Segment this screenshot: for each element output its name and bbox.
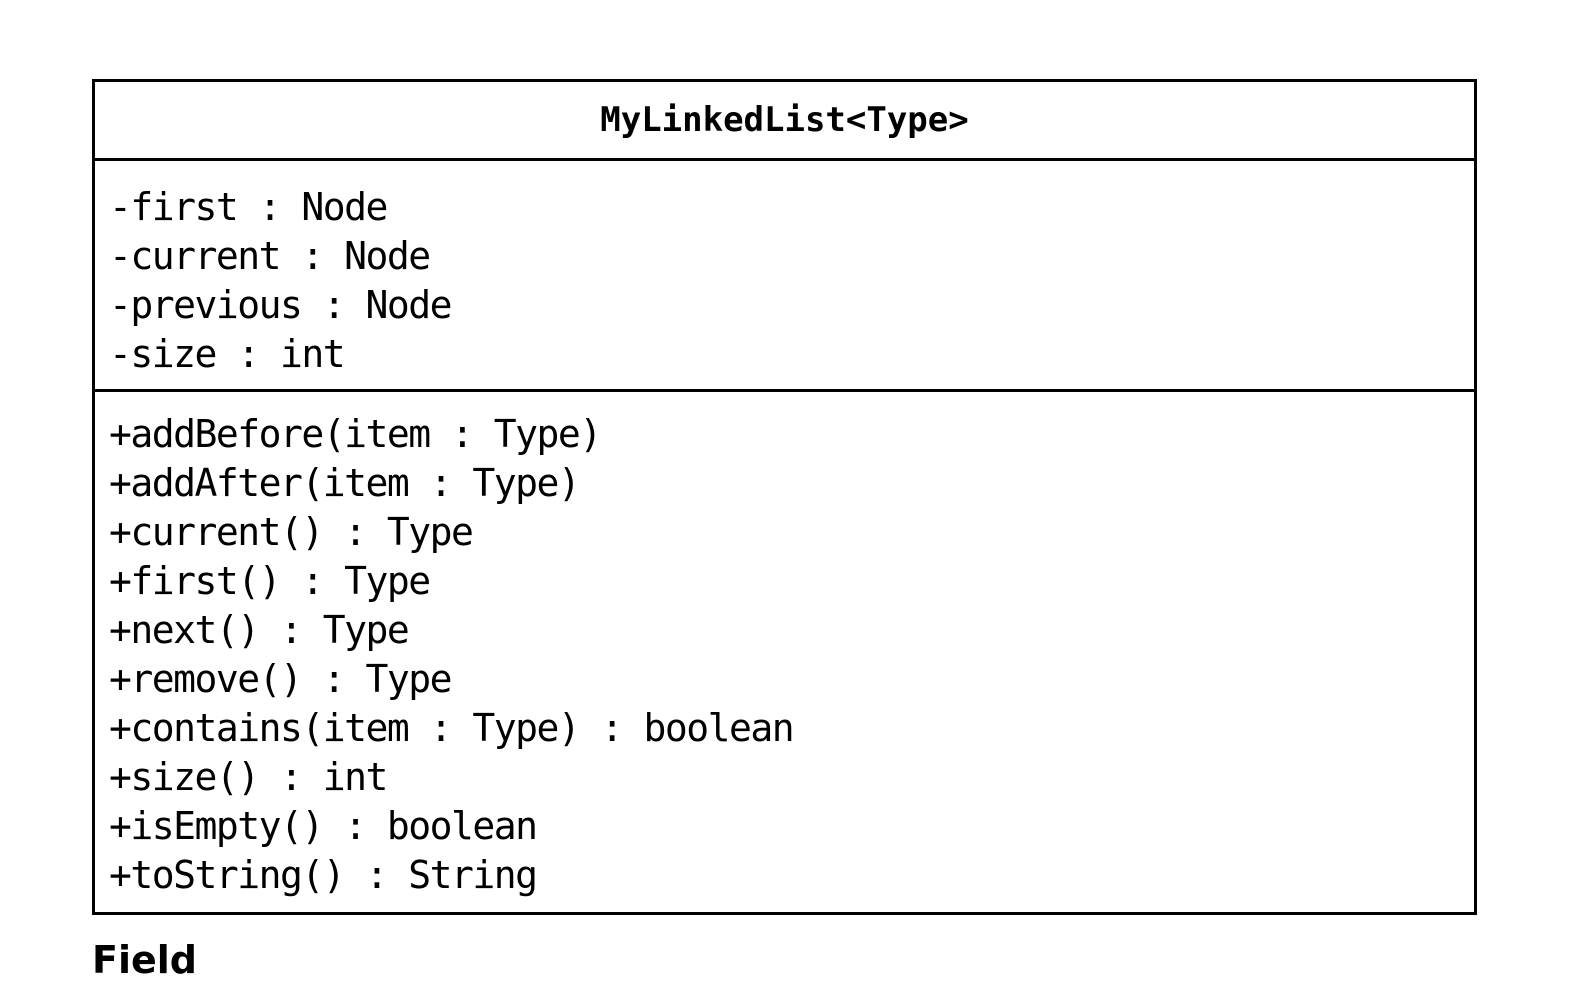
- method-next: +next() : Type: [109, 608, 410, 652]
- method-remove: +remove() : Type: [109, 657, 453, 701]
- methods-section: +addBefore(item : Type) +addAfter(item :…: [95, 392, 1474, 912]
- method-current: +current() : Type: [109, 510, 474, 554]
- class-header: MyLinkedList<Type>: [95, 82, 1474, 161]
- method-first: +first() : Type: [109, 559, 431, 603]
- method-add-before: +addBefore(item : Type): [109, 412, 602, 456]
- footer-heading-partial: Field: [92, 938, 197, 982]
- class-name: MyLinkedList<Type>: [600, 100, 969, 140]
- field-current: -current : Node: [109, 234, 431, 278]
- uml-class-box: MyLinkedList<Type> -first : Node -curren…: [92, 79, 1477, 915]
- field-first: -first : Node: [109, 185, 388, 229]
- method-add-after: +addAfter(item : Type): [109, 461, 581, 505]
- field-size: -size : int: [109, 332, 346, 376]
- method-to-string: +toString() : String: [109, 853, 538, 897]
- method-size: +size() : int: [109, 755, 388, 799]
- method-is-empty: +isEmpty() : boolean: [109, 804, 538, 848]
- fields-section: -first : Node -current : Node -previous …: [95, 161, 1474, 392]
- field-previous: -previous : Node: [109, 283, 453, 327]
- method-contains: +contains(item : Type) : boolean: [109, 706, 795, 750]
